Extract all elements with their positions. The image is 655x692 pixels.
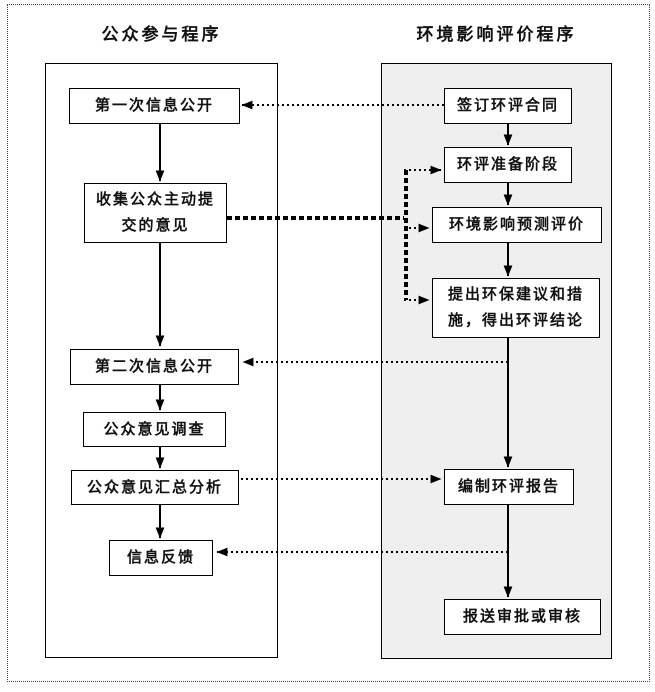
left-column-title: 公众参与程序 [101, 25, 222, 44]
page-dotted-border [7, 4, 650, 682]
flow-box-opinion-summary-analysis: 公众意见汇总分析 [71, 470, 239, 505]
right-column-title: 环境影响评价程序 [416, 25, 577, 44]
flow-box-impact-prediction-evaluation: 环境影响预测评价 [432, 207, 602, 243]
flow-box-first-info-disclosure: 第一次信息公开 [69, 88, 240, 124]
flow-box-collect-public-opinions: 收集公众主动提 交的意见 [84, 183, 227, 243]
flow-box-public-opinion-survey: 公众意见调查 [83, 412, 226, 447]
flow-box-propose-measures-conclusion: 提出环保建议和措 施，得出环评结论 [432, 278, 600, 338]
flow-box-second-info-disclosure: 第二次信息公开 [70, 349, 239, 385]
flow-box-sign-eia-contract: 签订环评合同 [444, 88, 572, 124]
flow-box-eia-preparation-stage: 环评准备阶段 [444, 147, 572, 183]
flow-box-submit-for-approval: 报送审批或审核 [444, 599, 601, 635]
flow-box-information-feedback: 信息反馈 [109, 540, 213, 576]
flow-box-compile-eia-report: 编制环评报告 [444, 469, 574, 505]
